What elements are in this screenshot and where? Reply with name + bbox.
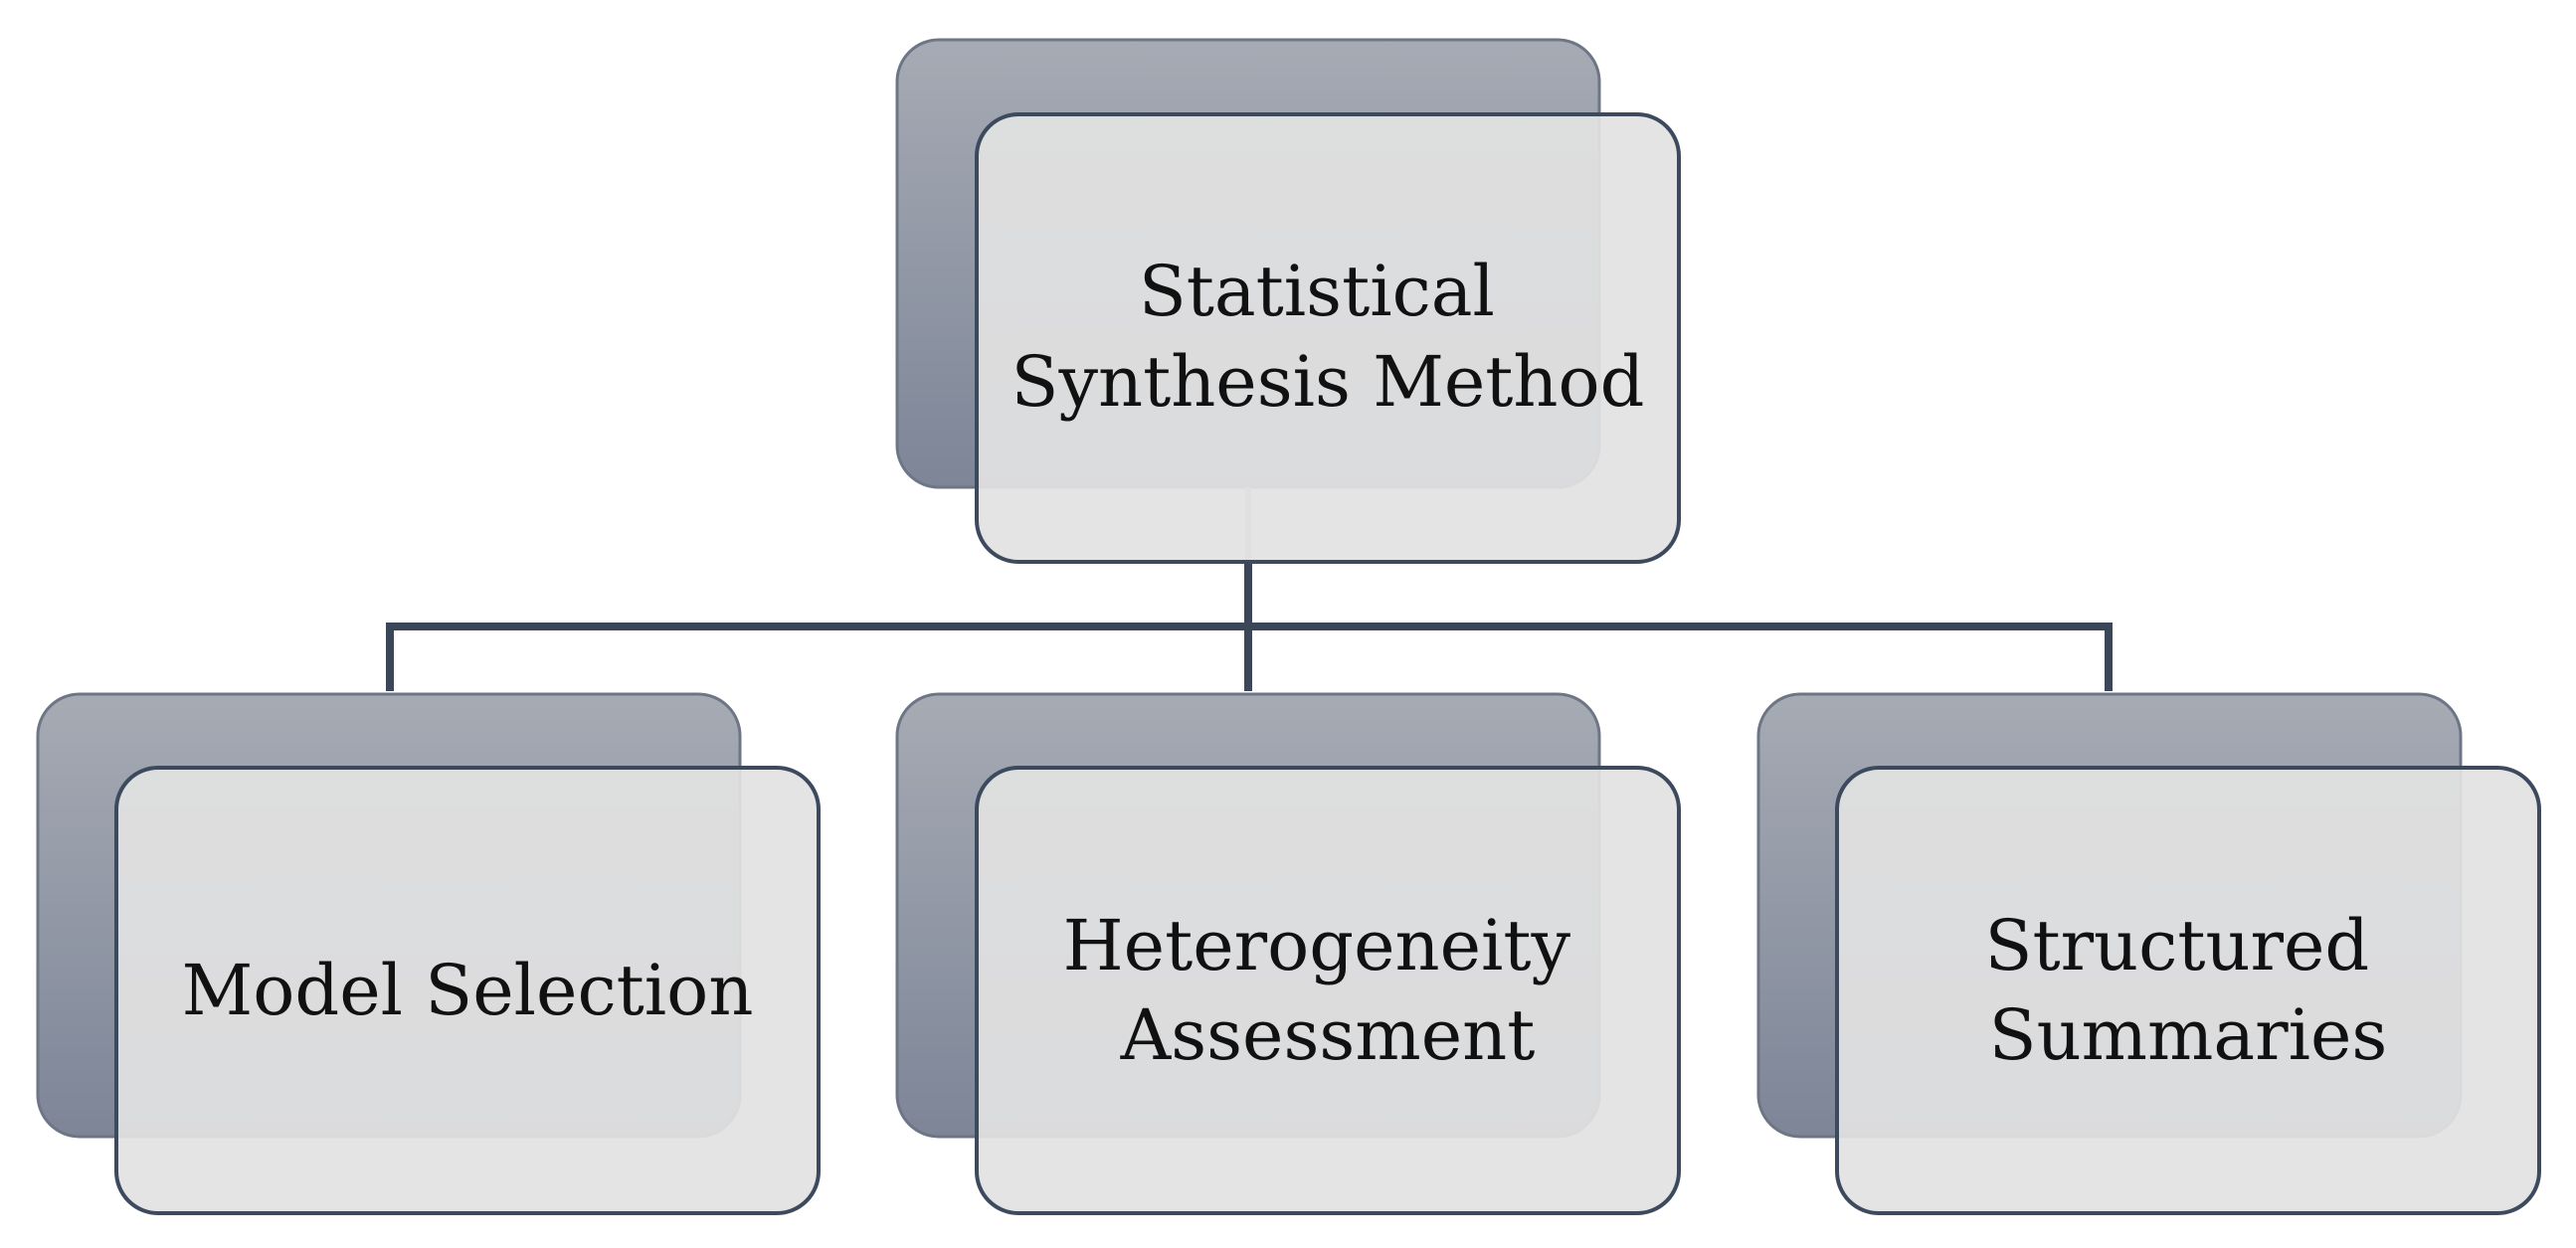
root-front-card <box>975 112 1681 564</box>
child-node-heterogeneity-assessment: Heterogeneity Assessment <box>895 692 1681 1215</box>
child-1-front-card <box>114 766 821 1215</box>
child-2-label-line-2: Assessment <box>1120 994 1536 1076</box>
child-1-label: Model Selection <box>182 950 754 1031</box>
child-2-label-line-1: Heterogeneity <box>1063 905 1571 986</box>
child-1-label-line-1: Model Selection <box>182 950 754 1031</box>
child-3-label: Structured Summaries <box>1984 905 2391 1076</box>
connectors <box>386 562 2113 691</box>
child-3-label-line-1: Structured <box>1984 905 2369 986</box>
child-node-structured-summaries: Structured Summaries <box>1756 692 2541 1215</box>
root-label-line-1: Statistical <box>1139 251 1495 332</box>
child-3-front-card <box>1835 766 2541 1215</box>
root-label: Statistical Synthesis Method <box>1012 251 1645 423</box>
child-2-label: Heterogeneity Assessment <box>1063 905 1593 1076</box>
child-3-label-line-2: Summaries <box>1989 994 2388 1076</box>
root-label-line-2: Synthesis Method <box>1012 341 1645 423</box>
child-2-front-card <box>975 766 1681 1215</box>
root-node: Statistical Synthesis Method <box>895 38 1681 564</box>
child-node-model-selection: Model Selection <box>36 692 821 1215</box>
